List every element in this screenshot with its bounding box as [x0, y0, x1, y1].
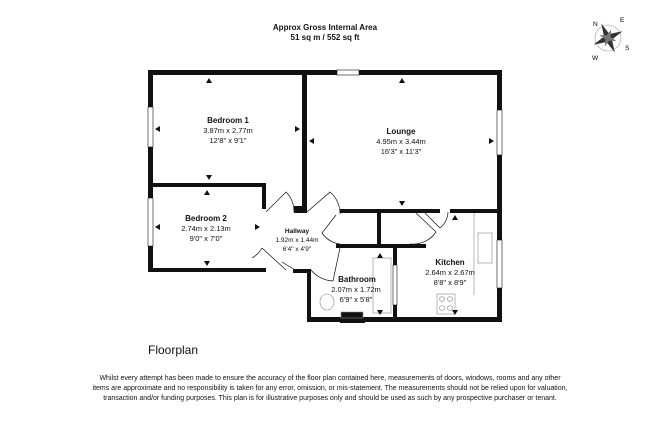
area-title: Approx Gross Internal Area — [272, 23, 378, 32]
room-imperial: 9'0" x 7'0" — [190, 234, 223, 243]
room-hallway: Hallway 1.92m x 1.44m 6'4" x 4'9" — [276, 228, 319, 253]
room-imperial: 6'9" x 5'8" — [340, 295, 373, 304]
compass-w: W — [592, 55, 599, 62]
floor-label: Floorplan — [148, 343, 199, 357]
room-metric: 1.92m x 1.44m — [276, 237, 319, 244]
room-metric: 2.07m x 1.72m — [331, 285, 381, 294]
room-bathroom: Bathroom 2.07m x 1.72m 6'9" x 5'8" — [331, 275, 381, 304]
room-name: Bedroom 1 — [207, 116, 249, 125]
disclaimer-text: Whilst every attempt has been made to en… — [92, 375, 568, 402]
room-imperial: 12'8" x 9'1" — [210, 136, 247, 145]
compass-n: N — [593, 21, 598, 28]
room-metric: 4.95m x 3.44m — [376, 137, 426, 146]
hob-icon — [436, 293, 456, 315]
sink-icon — [477, 232, 493, 264]
room-bedroom-1: Bedroom 1 3.87m x 2.77m 12'8" x 9'1" — [203, 116, 253, 145]
walls — [148, 70, 502, 323]
room-name: Bedroom 2 — [185, 214, 227, 223]
room-name: Lounge — [387, 127, 416, 136]
room-metric: 3.87m x 2.77m — [203, 126, 253, 135]
compass-icon: N E S W — [592, 17, 630, 62]
room-imperial: 6'4" x 4'9" — [283, 246, 312, 253]
area-value: 51 sq m / 552 sq ft — [290, 33, 360, 42]
compass-s: S — [625, 45, 630, 52]
room-name: Bathroom — [338, 275, 376, 284]
room-metric: 2.64m x 2.67m — [425, 268, 475, 277]
room-kitchen: Kitchen 2.64m x 2.67m 8'8" x 8'9" — [425, 258, 475, 287]
fixtures — [319, 213, 493, 319]
compass-e: E — [620, 17, 625, 24]
windows — [147, 69, 503, 306]
room-imperial: 16'3" x 11'3" — [381, 147, 422, 156]
bathroom-cabinet — [340, 311, 364, 319]
room-lounge: Lounge 4.95m x 3.44m 16'3" x 11'3" — [376, 127, 426, 156]
room-name: Hallway — [285, 228, 310, 235]
room-imperial: 8'8" x 8'9" — [434, 278, 467, 287]
doors — [251, 191, 449, 282]
dimension-arrows — [155, 78, 494, 315]
room-bedroom-2: Bedroom 2 2.74m x 2.13m 9'0" x 7'0" — [181, 214, 231, 243]
toilet-icon — [319, 293, 335, 311]
room-name: Kitchen — [435, 258, 464, 267]
room-metric: 2.74m x 2.13m — [181, 224, 231, 233]
